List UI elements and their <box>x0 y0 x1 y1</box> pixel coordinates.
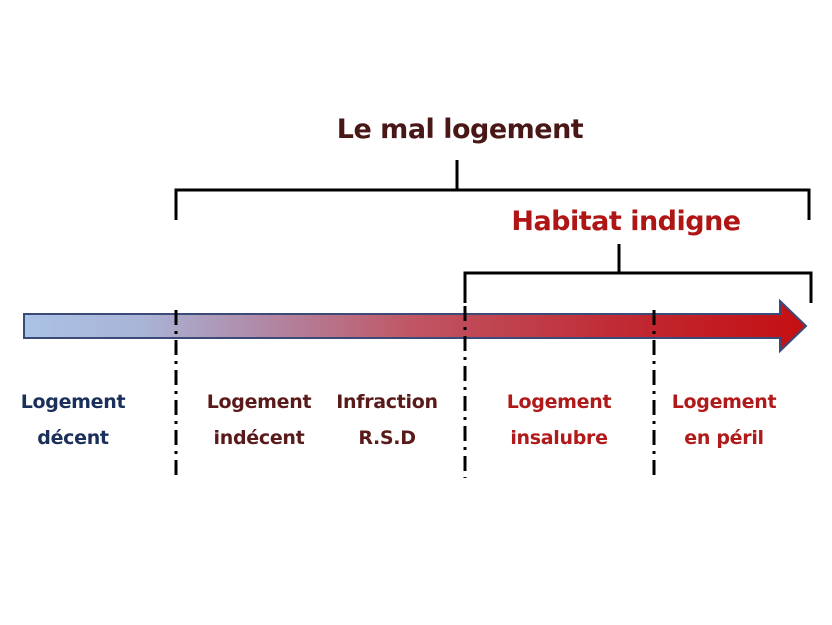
label-line: Logement <box>506 391 612 413</box>
label-logement-en-peril: Logement en péril <box>653 384 795 456</box>
title-habitat-indigne: Habitat indigne <box>511 206 741 237</box>
label-logement-decent: Logement décent <box>2 384 144 456</box>
label-line: en péril <box>684 427 764 449</box>
label-line: insalubre <box>510 427 608 449</box>
label-infraction-rsd: Infraction R.S.D <box>316 384 458 456</box>
mal-logement-bracket <box>174 160 811 220</box>
severity-arrow <box>23 298 808 354</box>
label-line: R.S.D <box>358 427 416 449</box>
label-line: Infraction <box>336 391 438 413</box>
label-line: Logement <box>671 391 777 413</box>
title-mal-logement: Le mal logement <box>336 114 584 145</box>
separator-lines <box>174 306 656 478</box>
label-line: indécent <box>213 427 305 449</box>
label-logement-insalubre: Logement insalubre <box>488 384 630 456</box>
label-logement-indecent: Logement indécent <box>188 384 330 456</box>
label-line: Logement <box>20 391 126 413</box>
label-line: Logement <box>206 391 312 413</box>
label-line: décent <box>37 427 109 449</box>
habitat-indigne-bracket <box>463 244 813 303</box>
